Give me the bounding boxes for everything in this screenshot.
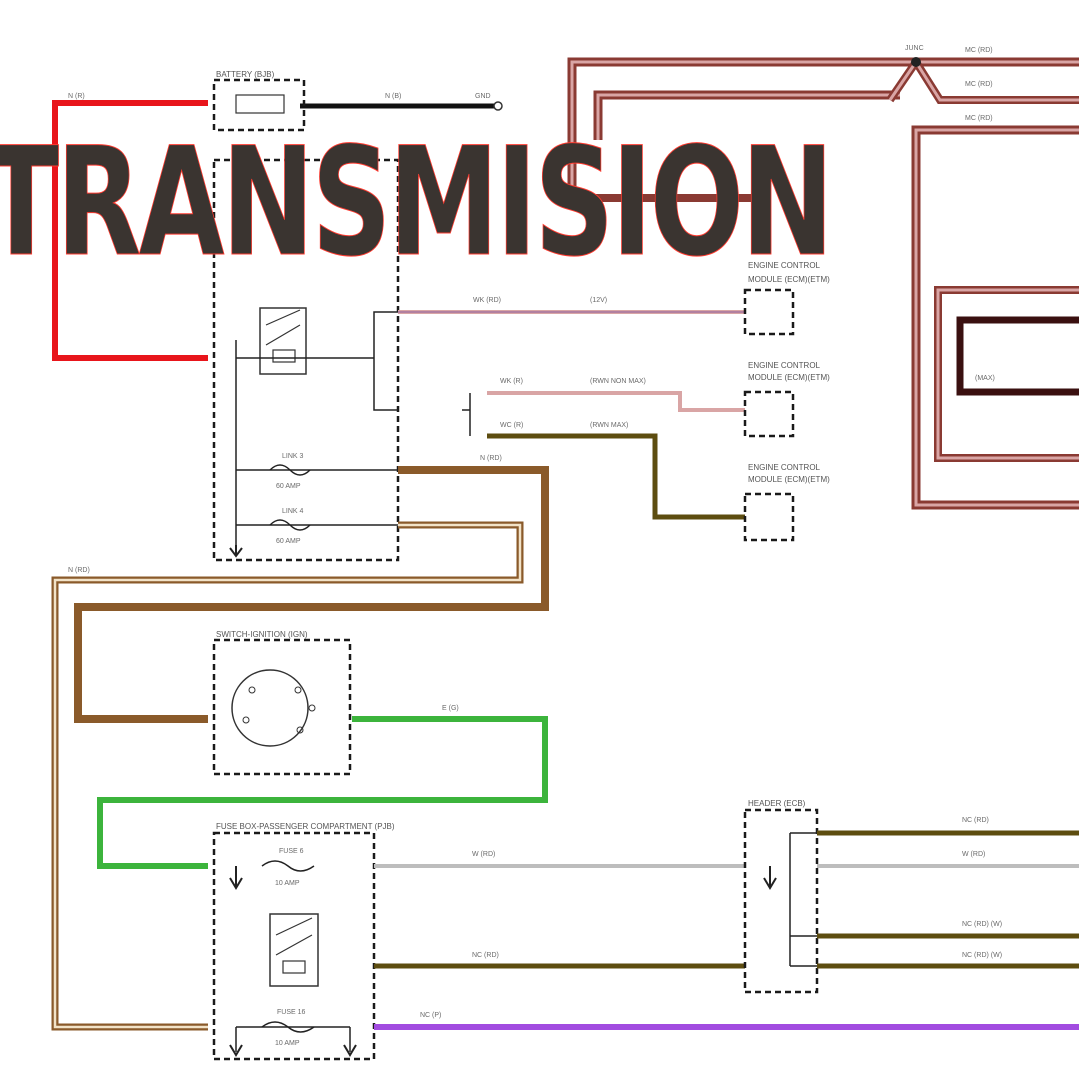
- wire-label-green: E (G): [442, 705, 459, 712]
- fuse16-rating: 10 AMP: [275, 1040, 300, 1047]
- ecm-wires: [398, 288, 795, 542]
- wire-label-bat-out: N (B): [385, 93, 401, 100]
- ecm-1-line1: ENGINE CONTROL: [748, 261, 821, 270]
- wire-label-r1: NC (RD): [962, 817, 989, 824]
- wire-label-relay-out: NC (RD): [472, 952, 499, 959]
- wire-label-maroon: (MAX): [975, 375, 995, 382]
- ignition-switch: [212, 638, 352, 776]
- wire-label-r3: NC (RD) (W): [962, 921, 1002, 928]
- wire-label-fuse6-out: W (RD): [472, 851, 495, 858]
- wire-label-brown-b: N (RD): [68, 567, 90, 574]
- fuse-link3-rating: 60 AMP: [276, 483, 301, 490]
- wire-label-r2: W (RD): [962, 851, 985, 858]
- fuse-box-pjb: [212, 831, 376, 1061]
- battery-junction-box: [212, 78, 400, 562]
- green-wire: [97, 716, 548, 869]
- wire-label-pink: WK (RD): [473, 297, 501, 304]
- wire-label-brown-a: N (RD): [480, 455, 502, 462]
- header-label: HEADER (ECB): [748, 799, 806, 808]
- wire-label-pink-tag: (12V): [590, 297, 607, 304]
- wire-label-purple: NC (P): [420, 1012, 441, 1019]
- fuse16-name: FUSE 16: [277, 1009, 306, 1016]
- fuse-link3-name: LINK 3: [282, 453, 304, 460]
- page-title: TRANSMISION: [0, 116, 834, 290]
- fuse6-rating: 10 AMP: [275, 880, 300, 887]
- wire-label-tr1: MC (RD): [965, 47, 993, 54]
- fuse-box-label: FUSE BOX-PASSENGER COMPARTMENT (PJB): [216, 822, 395, 831]
- battery-wires: [52, 100, 503, 361]
- wire-label-ground: GND: [475, 93, 491, 100]
- lower-right-wires: [374, 808, 1079, 1030]
- wire-label-ecm-a-tag: (RWN NON MAX): [590, 378, 646, 385]
- wire-label-tr2: MC (RD): [965, 81, 993, 88]
- wire-label-node: JUNC: [905, 45, 924, 52]
- fuse-link4-rating: 60 AMP: [276, 538, 301, 545]
- maroon-harness: [567, 57, 1079, 510]
- fuse6-name: FUSE 6: [279, 848, 304, 855]
- ecm-2-line2: MODULE (ECM)(ETM): [748, 373, 830, 382]
- ecm-2-line1: ENGINE CONTROL: [748, 361, 821, 370]
- wire-label-red: N (R): [68, 93, 85, 100]
- battery-label: BATTERY (BJB): [216, 70, 275, 79]
- wire-label-ecm-a: WK (R): [500, 378, 523, 385]
- brown-wires: [51, 466, 549, 1031]
- ecm-3-line2: MODULE (ECM)(ETM): [748, 475, 830, 484]
- ecm-1-line2: MODULE (ECM)(ETM): [748, 275, 830, 284]
- ignition-label: SWITCH-IGNITION (IGN): [216, 630, 308, 639]
- fuse-link4-name: LINK 4: [282, 508, 304, 515]
- wire-label-ecm-b: WC (R): [500, 422, 523, 429]
- wire-label-tr3: MC (RD): [965, 115, 993, 122]
- ecm-3-line1: ENGINE CONTROL: [748, 463, 821, 472]
- wire-label-ecm-b-tag: (RWN MAX): [590, 422, 628, 429]
- wire-label-r4: NC (RD) (W): [962, 952, 1002, 959]
